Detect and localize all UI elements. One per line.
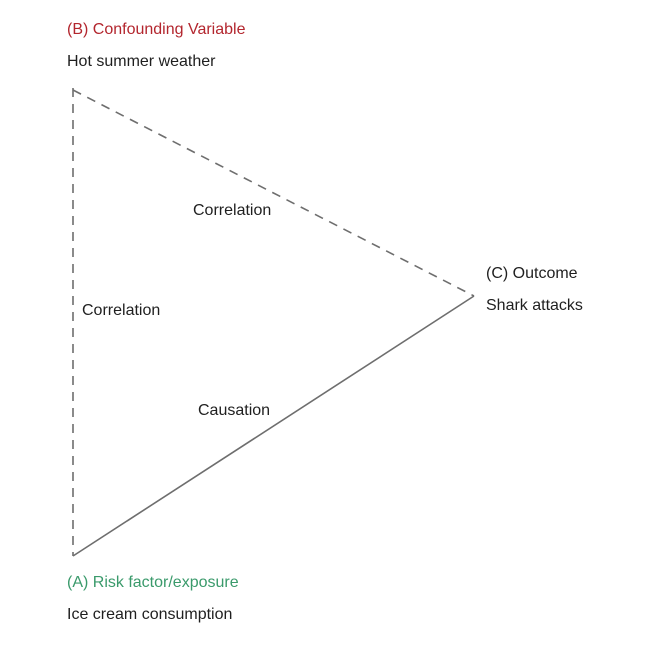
confounder-subtitle: Hot summer weather <box>67 53 216 70</box>
edge-b-to-c <box>72 89 475 297</box>
exposure-subtitle: Ice cream consumption <box>67 606 233 623</box>
exposure-title: (A) Risk factor/exposure <box>67 574 239 591</box>
edge-label-a-to-c: Causation <box>198 402 271 419</box>
confounder-title: (B) Confounding Variable <box>67 21 246 38</box>
edge-a-to-c <box>72 295 475 557</box>
outcome-title: (C) Outcome <box>486 265 578 282</box>
edge-label-b-to-a: Correlation <box>82 302 161 319</box>
edge-label-b-to-c: Correlation <box>193 202 272 219</box>
outcome-subtitle: Shark attacks <box>486 297 583 314</box>
